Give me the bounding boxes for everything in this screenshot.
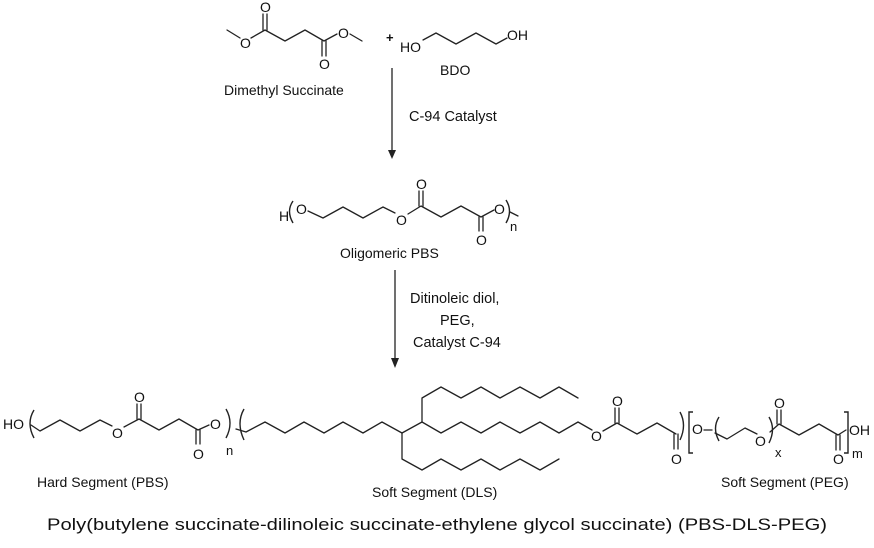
peg-oxygen: O — [692, 421, 703, 437]
pbs-oxygen-atom: O — [476, 232, 487, 248]
peg-repeat-bracket-open — [714, 416, 720, 442]
dls-bracket-close — [679, 411, 685, 441]
hard-segment-oxygen: O — [112, 425, 123, 441]
dls-ester-oxygen: O — [591, 428, 602, 444]
dms-backbone-bond — [226, 29, 241, 39]
peg-carbonyl-oxygen: O — [833, 451, 844, 467]
arrow-head-icon — [388, 150, 396, 159]
peg-square-bracket-close — [844, 411, 849, 454]
dls-main-chain-bond — [401, 421, 423, 434]
bdo-hydroxyl-left: HO — [400, 39, 421, 55]
reaction-arrow-1 — [388, 68, 396, 159]
repeat-bracket-close — [505, 199, 511, 224]
peg-carbonyl-oxygen: O — [774, 395, 785, 411]
pbs-hydrogen-atom: H — [279, 208, 289, 224]
dms-oxygen-atom: O — [260, 0, 271, 15]
peg-succinate-bond — [769, 423, 839, 436]
peg-oxygen: O — [755, 433, 766, 449]
product-name: Poly(butylene succinate-dilinoleic succi… — [47, 515, 827, 534]
oligomeric-pbs-structure: H O O O O O n — [279, 176, 519, 248]
repeat-bracket-close — [225, 408, 231, 439]
product-hydroxyl-start: HO — [3, 416, 24, 432]
dls-ester-arm-bond — [421, 421, 593, 434]
pbs-oxygen-atom: O — [416, 176, 427, 192]
peg-chain-bond — [714, 427, 758, 440]
pbs-end-bond — [509, 211, 519, 217]
hard-segment-subscript-n: n — [226, 443, 233, 458]
dls-bracket-open — [239, 408, 245, 441]
arrow-head-icon — [391, 358, 399, 368]
dms-backbone-bond — [349, 33, 363, 42]
dms-oxygen-atom: O — [338, 25, 349, 41]
hard-segment-oxygen: O — [193, 446, 204, 462]
hard-segment-chain-bond — [123, 418, 210, 431]
plus-sign: + — [386, 30, 394, 45]
pbs-oxygen-atom: O — [296, 201, 307, 217]
pbs-oxygen-atom: O — [396, 212, 407, 228]
soft-segment-peg-label: Soft Segment (PEG) — [721, 474, 849, 490]
bdo-chain-bond — [422, 32, 508, 45]
hard-segment-label: Hard Segment (PBS) — [37, 474, 169, 490]
dms-oxygen-atom: O — [319, 56, 330, 72]
peg-end-bond — [837, 429, 847, 436]
pbs-chain-bond — [307, 206, 396, 219]
product-hydroxyl-end: OH — [849, 422, 870, 438]
dls-main-chain-bond — [235, 421, 403, 434]
peg-subscript-x: x — [775, 445, 782, 460]
soft-segment-dls-label: Soft Segment (DLS) — [372, 484, 497, 500]
repeat-bracket-open — [29, 409, 35, 439]
step2-condition-2: PEG, — [440, 313, 475, 329]
bdo-label: BDO — [440, 62, 470, 78]
dimethyl-succinate-structure: O O O O — [226, 0, 363, 72]
dls-lower-branch-bond — [401, 432, 560, 471]
hard-segment-oxygen: O — [210, 416, 221, 432]
step1-condition: C-94 Catalyst — [409, 109, 497, 125]
dms-oxygen-atom: O — [240, 35, 251, 51]
dls-carbonyl-oxygen: O — [671, 451, 682, 467]
product-structure: HO O O O O n O O O O — [3, 386, 870, 471]
dls-carbonyl-oxygen: O — [612, 393, 623, 409]
step2-condition-3: Catalyst C-94 — [413, 335, 501, 351]
dls-upper-branch-bond — [421, 386, 579, 423]
dls-succinate-bond — [602, 422, 677, 435]
pbs-repeat-subscript: n — [510, 219, 517, 234]
pbs-oxygen-atom: O — [494, 201, 505, 217]
peg-square-bracket-open — [688, 411, 693, 454]
step2-condition-1: Ditinoleic diol, — [410, 291, 499, 307]
peg-subscript-m: m — [852, 446, 863, 461]
repeat-bracket-open — [288, 200, 294, 224]
bdo-structure: HO OH — [400, 27, 528, 55]
dms-backbone-bond — [250, 29, 338, 42]
oligomeric-pbs-label: Oligomeric PBS — [340, 245, 439, 261]
pbs-chain-bond — [407, 205, 495, 218]
hard-segment-chain-bond — [30, 419, 113, 432]
hard-segment-oxygen: O — [134, 389, 145, 405]
reaction-arrow-2 — [391, 270, 399, 368]
bdo-hydroxyl-right: OH — [507, 27, 528, 43]
dimethyl-succinate-label: Dimethyl Succinate — [224, 82, 344, 98]
